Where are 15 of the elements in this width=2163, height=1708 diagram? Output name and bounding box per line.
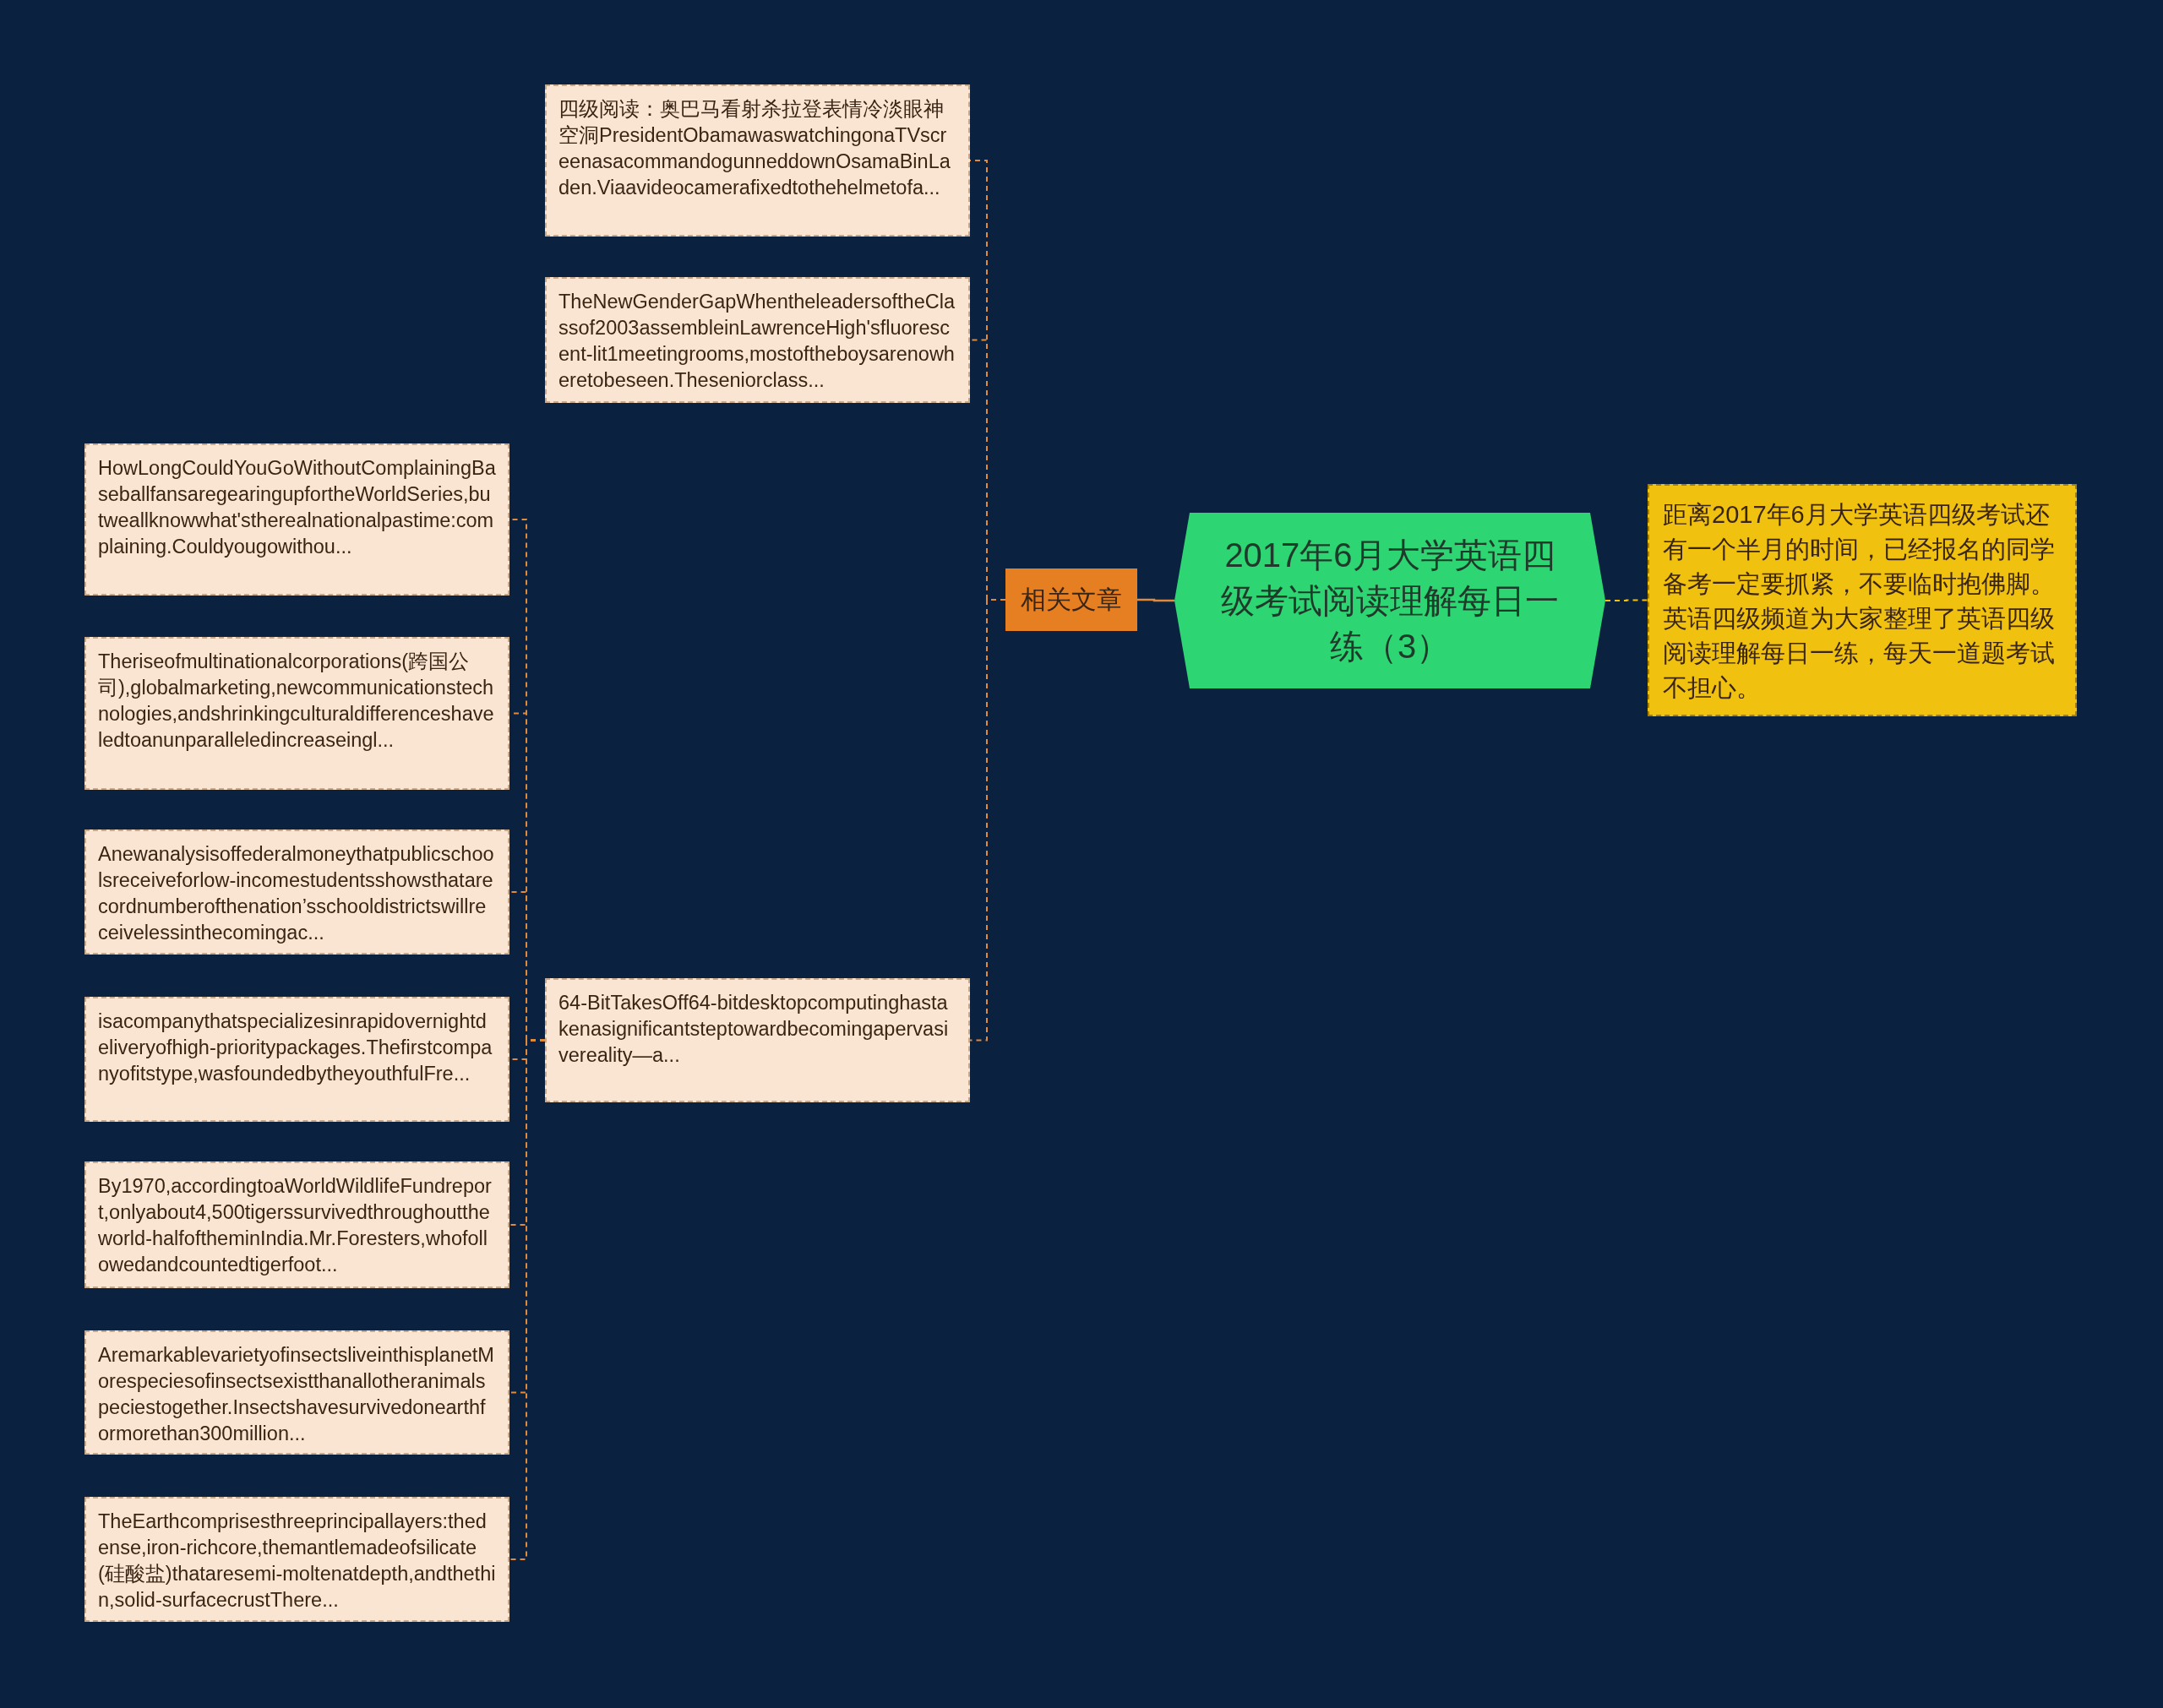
article-card: TheEarthcomprisesthreeprincipallayers:thedense,iron-richcore,themantlemadeofsilicate(硅酸盐)thataresemi-moltenatdepth,andthethin,solid-surfacecrustThere...	[84, 1497, 509, 1622]
summary-card: 距离2017年6月大学英语四级考试还有一个半月的时间，已经报名的同学备考一定要抓紧，不要临时抱佛脚。英语四级频道为大家整理了英语四级阅读理解每日一练，每天一道题考试不担心。	[1648, 484, 2077, 716]
article-card: TheNewGenderGapWhentheleadersoftheClassof2003assembleinLawrenceHigh'sfluorescent-lit1meetingrooms,mostoftheboysarenowheretobeseen.Theseniorclass...	[545, 277, 970, 403]
article-card: AremarkablevarietyofinsectsliveinthisplanetMorespeciesofinsectsexistthanallotheranimalspeciestogether.Insectshavesurvivedonearthformorethan300million...	[84, 1330, 509, 1455]
connector-line	[1137, 598, 1174, 602]
article-card: Theriseofmultinationalcorporations(跨国公司),globalmarketing,newcommunicationstechnologies,andshrinkingculturaldifferenceshaveledtoanunparalleledincreaseingl...	[84, 637, 509, 790]
topic-hexagon: 2017年6月大学英语四级考试阅读理解每日一练（3）	[1174, 513, 1605, 688]
article-card: By1970,accordingtoaWorldWildlifeFundreport,onlyabout4,500tigerssurvivedthroughouttheworld-halfoftheminIndia.Mr.Foresters,whofollowedandcountedtigerfoot...	[84, 1161, 509, 1288]
category-label: 相关文章	[1005, 568, 1137, 631]
article-card: HowLongCouldYouGoWithoutComplainingBaseballfansaregearingupfortheWorldSeries,butweallknowwhat'stherealnationalpastime:complaining.Couldyougowithou...	[84, 443, 509, 596]
connector-line	[1605, 599, 1648, 601]
article-card: isacompanythatspecializesinrapidovernightdeliveryofhigh-prioritypackages.Thefirstcompanyofitstype,wasfoundedbytheyouthfulFre...	[84, 997, 509, 1122]
article-card: 64-BitTakesOff64-bitdesktopcomputinghastakenasignificantsteptowardbecomingapervasivereality—a...	[545, 978, 970, 1102]
article-card: 四级阅读：奥巴马看射杀拉登表情冷淡眼神空洞PresidentObamawaswatchingonaTVscreenasacommandogunneddownOsamaBinLaden.Viaavideocamerafixedtothehelmetofa...	[545, 84, 970, 237]
article-card: Anewanalysisoffederalmoneythatpublicschoolsreceiveforlow-incomestudentsshowsthatarecordnumberofthenation’sschooldistrictswillreceivelessinthecomingac...	[84, 830, 509, 955]
